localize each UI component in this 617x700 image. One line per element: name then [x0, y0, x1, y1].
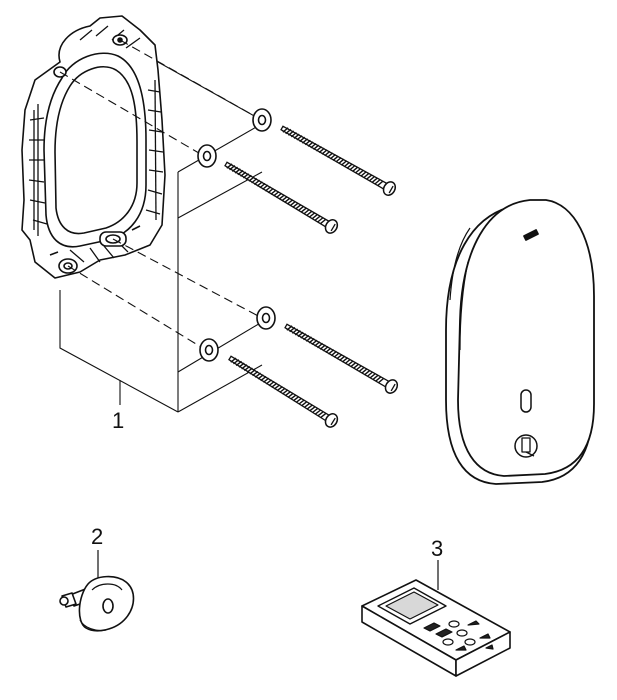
- callout-3-label: 3: [431, 536, 443, 561]
- callout-2-label: 2: [91, 524, 103, 549]
- washer: [252, 108, 272, 132]
- remote-control: [361, 579, 511, 677]
- screw: [280, 125, 397, 196]
- washer: [256, 306, 276, 330]
- callout-1-label: 1: [112, 408, 124, 433]
- screw: [228, 355, 339, 428]
- remote-buttons: [423, 620, 494, 651]
- cover-plate: [445, 199, 595, 485]
- mounting-frame: [21, 15, 166, 279]
- keyhole-icon: [514, 434, 538, 458]
- service-key: [59, 575, 135, 632]
- washer: [197, 144, 217, 168]
- screw: [224, 161, 339, 234]
- washers: [197, 108, 276, 362]
- screws: [224, 125, 399, 428]
- screw: [284, 323, 399, 394]
- washer: [199, 338, 219, 362]
